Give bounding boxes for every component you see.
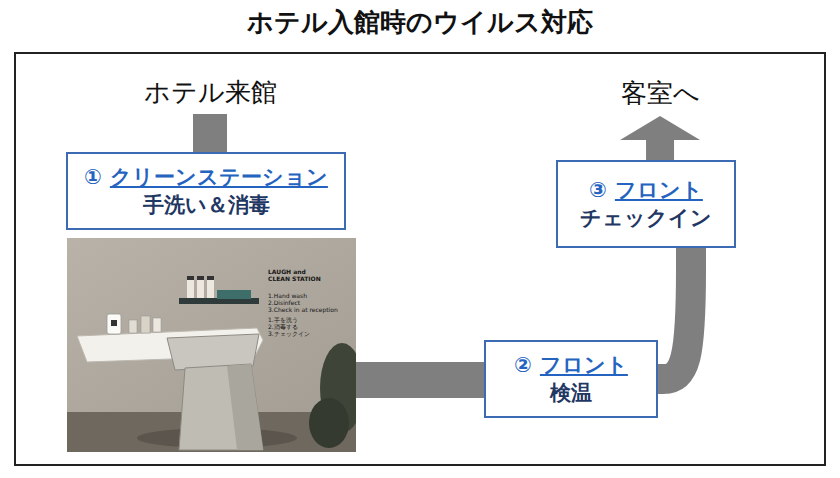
step-number: ③ [589, 178, 607, 202]
clean-station-photo [67, 238, 356, 452]
text-line: 客室へ [621, 76, 700, 111]
text-holder: ホテル来館 [130, 72, 290, 114]
blue-bordered-box: ③ フロントチェックイン [556, 160, 736, 248]
start-text: ホテル来館 [144, 77, 277, 107]
sign-title: LAUGH and CLEAN STATION [268, 268, 328, 282]
text-line: ホテル来館 [144, 75, 277, 110]
text-line: 手洗い＆消毒 [143, 191, 270, 219]
sign-step: 3.Check in at reception [268, 306, 338, 313]
step-number: ② [514, 353, 532, 377]
text-line: ③ フロント [589, 176, 703, 204]
step-number: ① [84, 165, 102, 189]
cup [129, 320, 137, 333]
bottle-cap [197, 276, 204, 280]
step-title: フロント [540, 353, 628, 377]
blue-bordered-box: ② フロント検温 [484, 340, 658, 418]
flow-arrow [620, 116, 700, 160]
sign-step: 2.消毒する [268, 323, 298, 330]
blue-bordered-box: ① クリーンステーション手洗い＆消毒 [66, 152, 346, 230]
step-body: チェックイン [580, 206, 712, 230]
start-node: ホテル来館 [130, 72, 290, 114]
flow-arrow [356, 380, 484, 381]
text-line: チェックイン [580, 204, 712, 232]
sign-step: 1.Hand wash [268, 292, 307, 299]
bottle [153, 318, 161, 332]
bottle-cap [207, 276, 214, 280]
sign-step: 1.手を洗う [268, 316, 298, 323]
arrow-shaft [658, 248, 691, 379]
process-box: ② フロント検温 [484, 340, 658, 418]
arrow-shaft [356, 362, 484, 398]
dispenser [107, 314, 121, 334]
bottle [207, 280, 214, 298]
step-body: 手洗い＆消毒 [143, 193, 270, 217]
cup [141, 316, 150, 333]
arrow-shaft [646, 140, 674, 160]
text-line: 検温 [550, 379, 592, 407]
clean-station-step: ① クリーンステーション手洗い＆消毒 [66, 152, 356, 452]
bottle-cap [187, 276, 194, 280]
end-text: 客室へ [621, 78, 700, 108]
diagram-title: ホテル入館時のウイルス対応 [0, 2, 840, 42]
bottle [187, 280, 194, 298]
bottle [197, 280, 204, 298]
text-line: ② フロント [514, 351, 628, 379]
text-holder: 客室へ [600, 72, 720, 116]
arrow-shaft [193, 114, 227, 152]
sign-step: 2.Disinfect [268, 299, 300, 306]
sink-pedestal [179, 364, 263, 450]
step-body: 検温 [550, 381, 592, 405]
text-line: ① クリーンステーション [84, 163, 328, 191]
dispenser-window [111, 320, 117, 326]
flow-arrow [210, 114, 211, 152]
pedestal-shade [227, 364, 263, 450]
flow-arrow [658, 248, 691, 379]
end-node: 客室へ [600, 72, 720, 116]
arrow-head [620, 116, 700, 140]
shelf-sign [217, 290, 251, 299]
sign-step: 3.チェックイン [268, 330, 310, 337]
process-box: ③ フロントチェックイン [556, 160, 736, 248]
step-title: クリーンステーション [110, 165, 328, 189]
step-title: フロント [615, 178, 703, 202]
plant [309, 398, 349, 448]
